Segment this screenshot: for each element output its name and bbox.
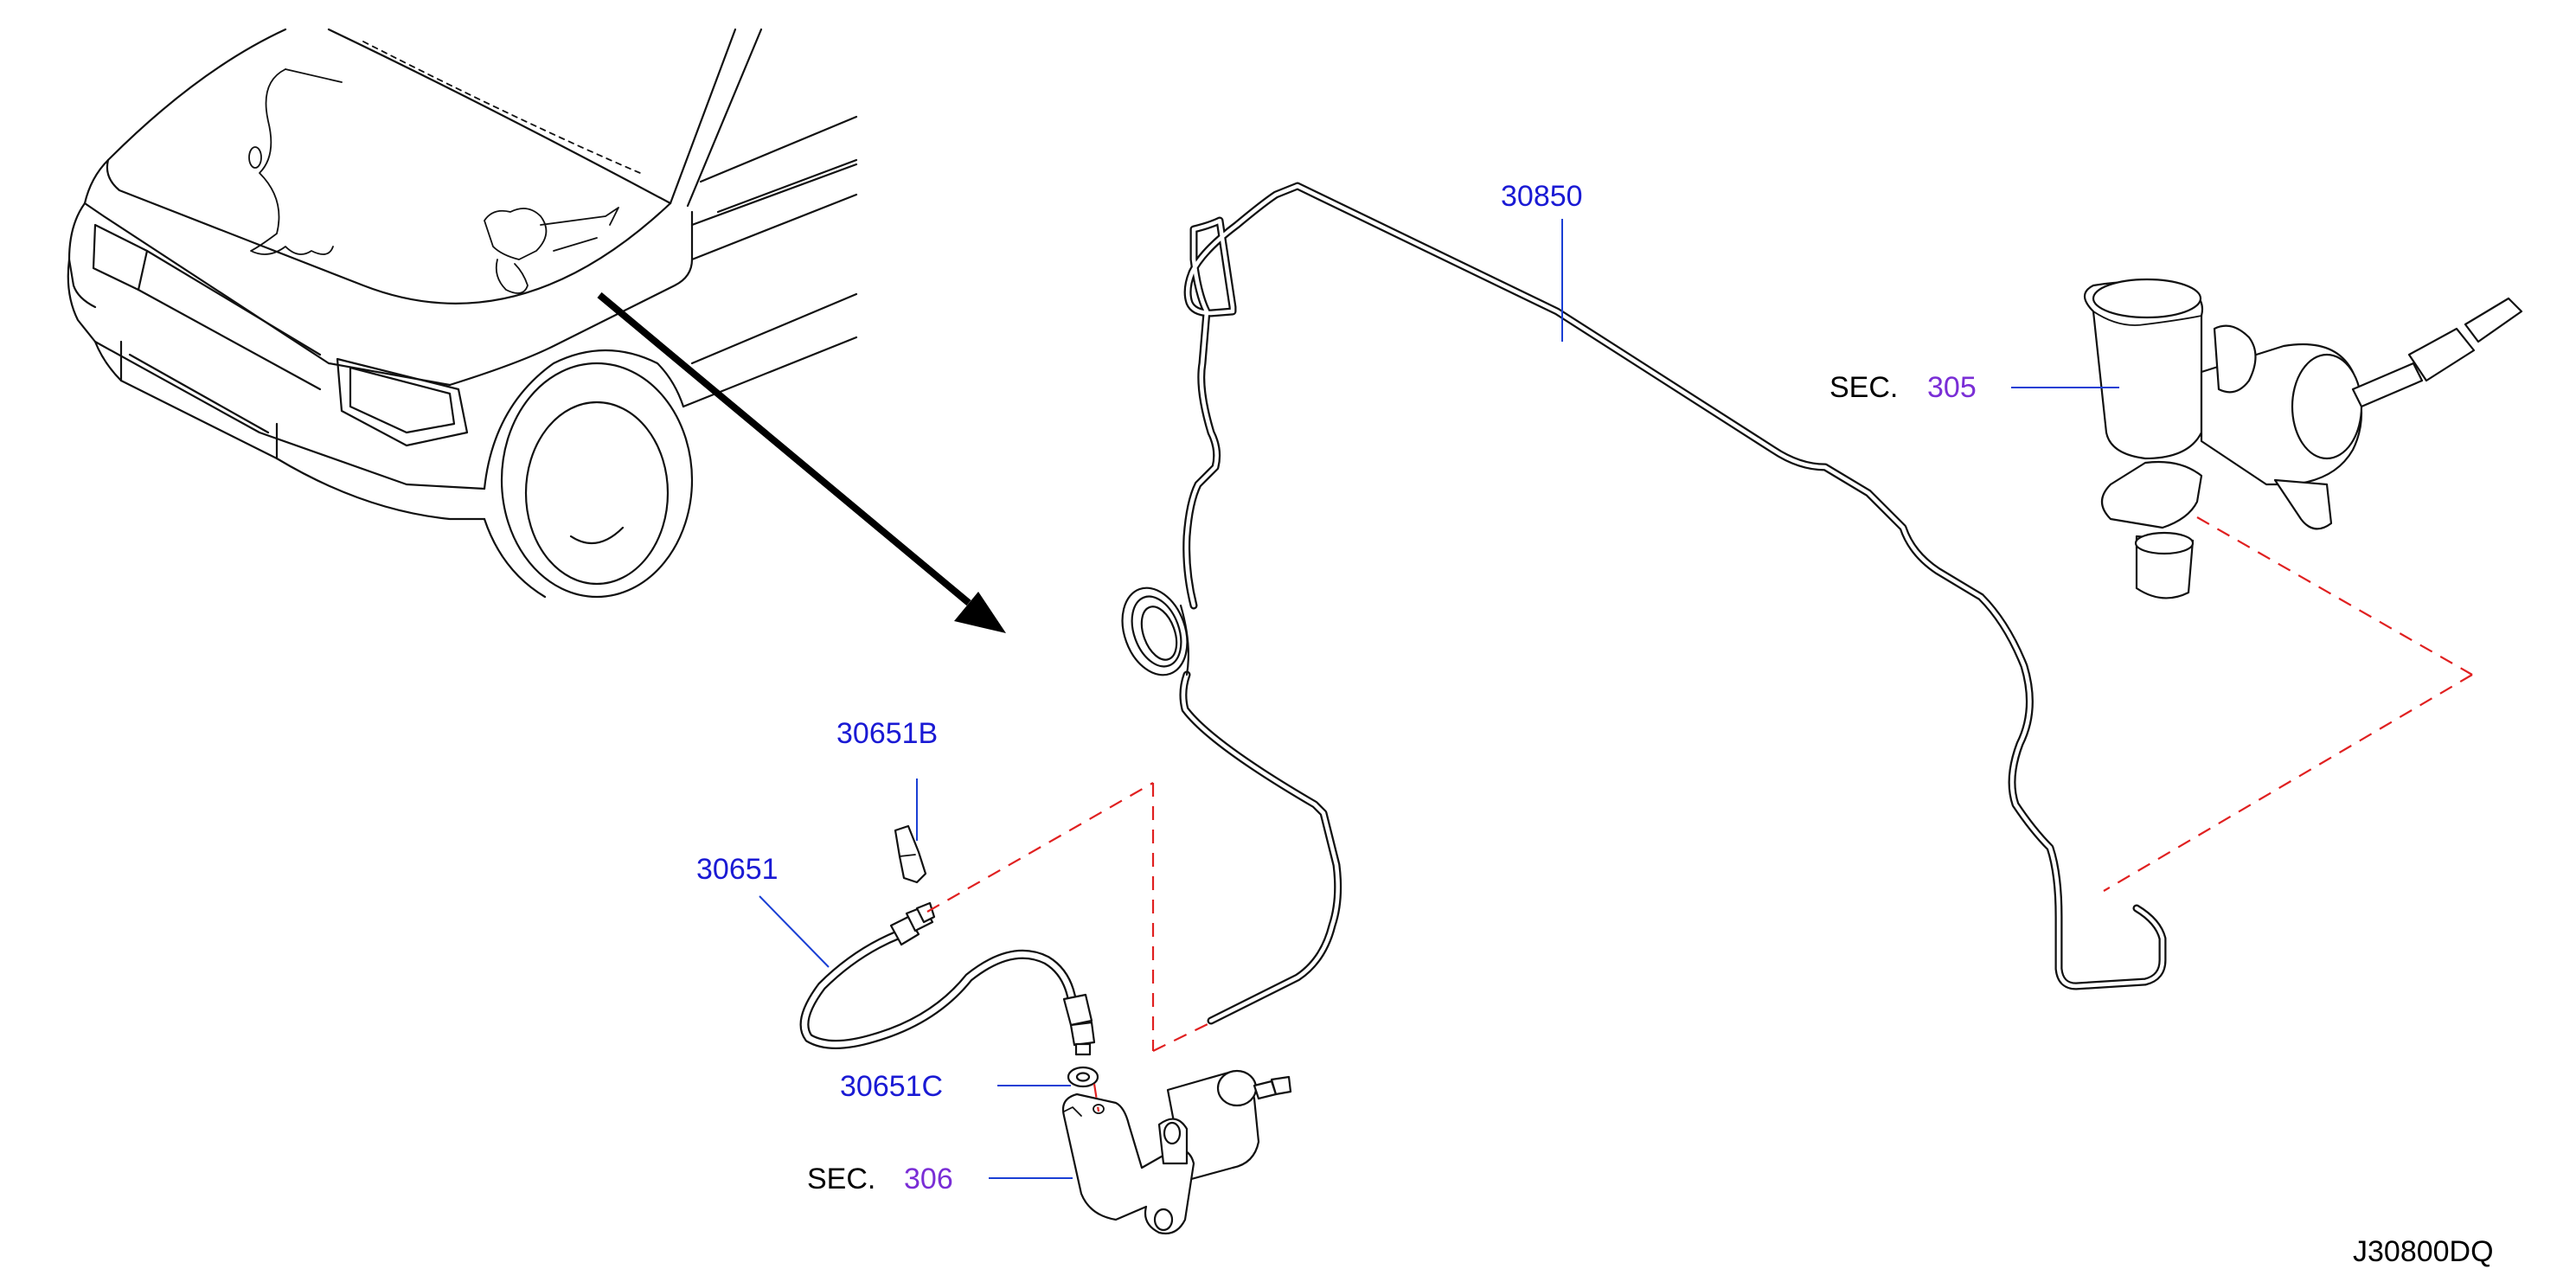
vehicle-front-illustration: [67, 28, 858, 599]
clutch-operating-cylinder: [1061, 1069, 1292, 1235]
part-number-30651C[interactable]: 30651C: [840, 1070, 944, 1103]
diagram-code: J30800DQ: [2353, 1235, 2494, 1268]
part-number-30651B[interactable]: 30651B: [836, 717, 939, 750]
clutch-hose-30651: [799, 901, 1096, 1056]
clutch-tube-30850: [1121, 182, 2167, 1025]
section-prefix-305: SEC.: [1829, 371, 1899, 404]
washer-30651C: [1067, 1066, 1099, 1088]
part-number-30651[interactable]: 30651: [696, 853, 779, 886]
section-number-305[interactable]: 305: [1927, 371, 1977, 404]
leader-lines: [759, 219, 2119, 1179]
direction-arrow: [597, 292, 1006, 633]
section-number-306[interactable]: 306: [904, 1163, 953, 1195]
clutch-master-cylinder: [2083, 278, 2523, 599]
clip-30651B: [894, 824, 927, 884]
reference-dash-lines: [926, 516, 2473, 1112]
part-number-30850[interactable]: 30850: [1501, 180, 1583, 213]
section-prefix-306: SEC.: [807, 1163, 876, 1195]
